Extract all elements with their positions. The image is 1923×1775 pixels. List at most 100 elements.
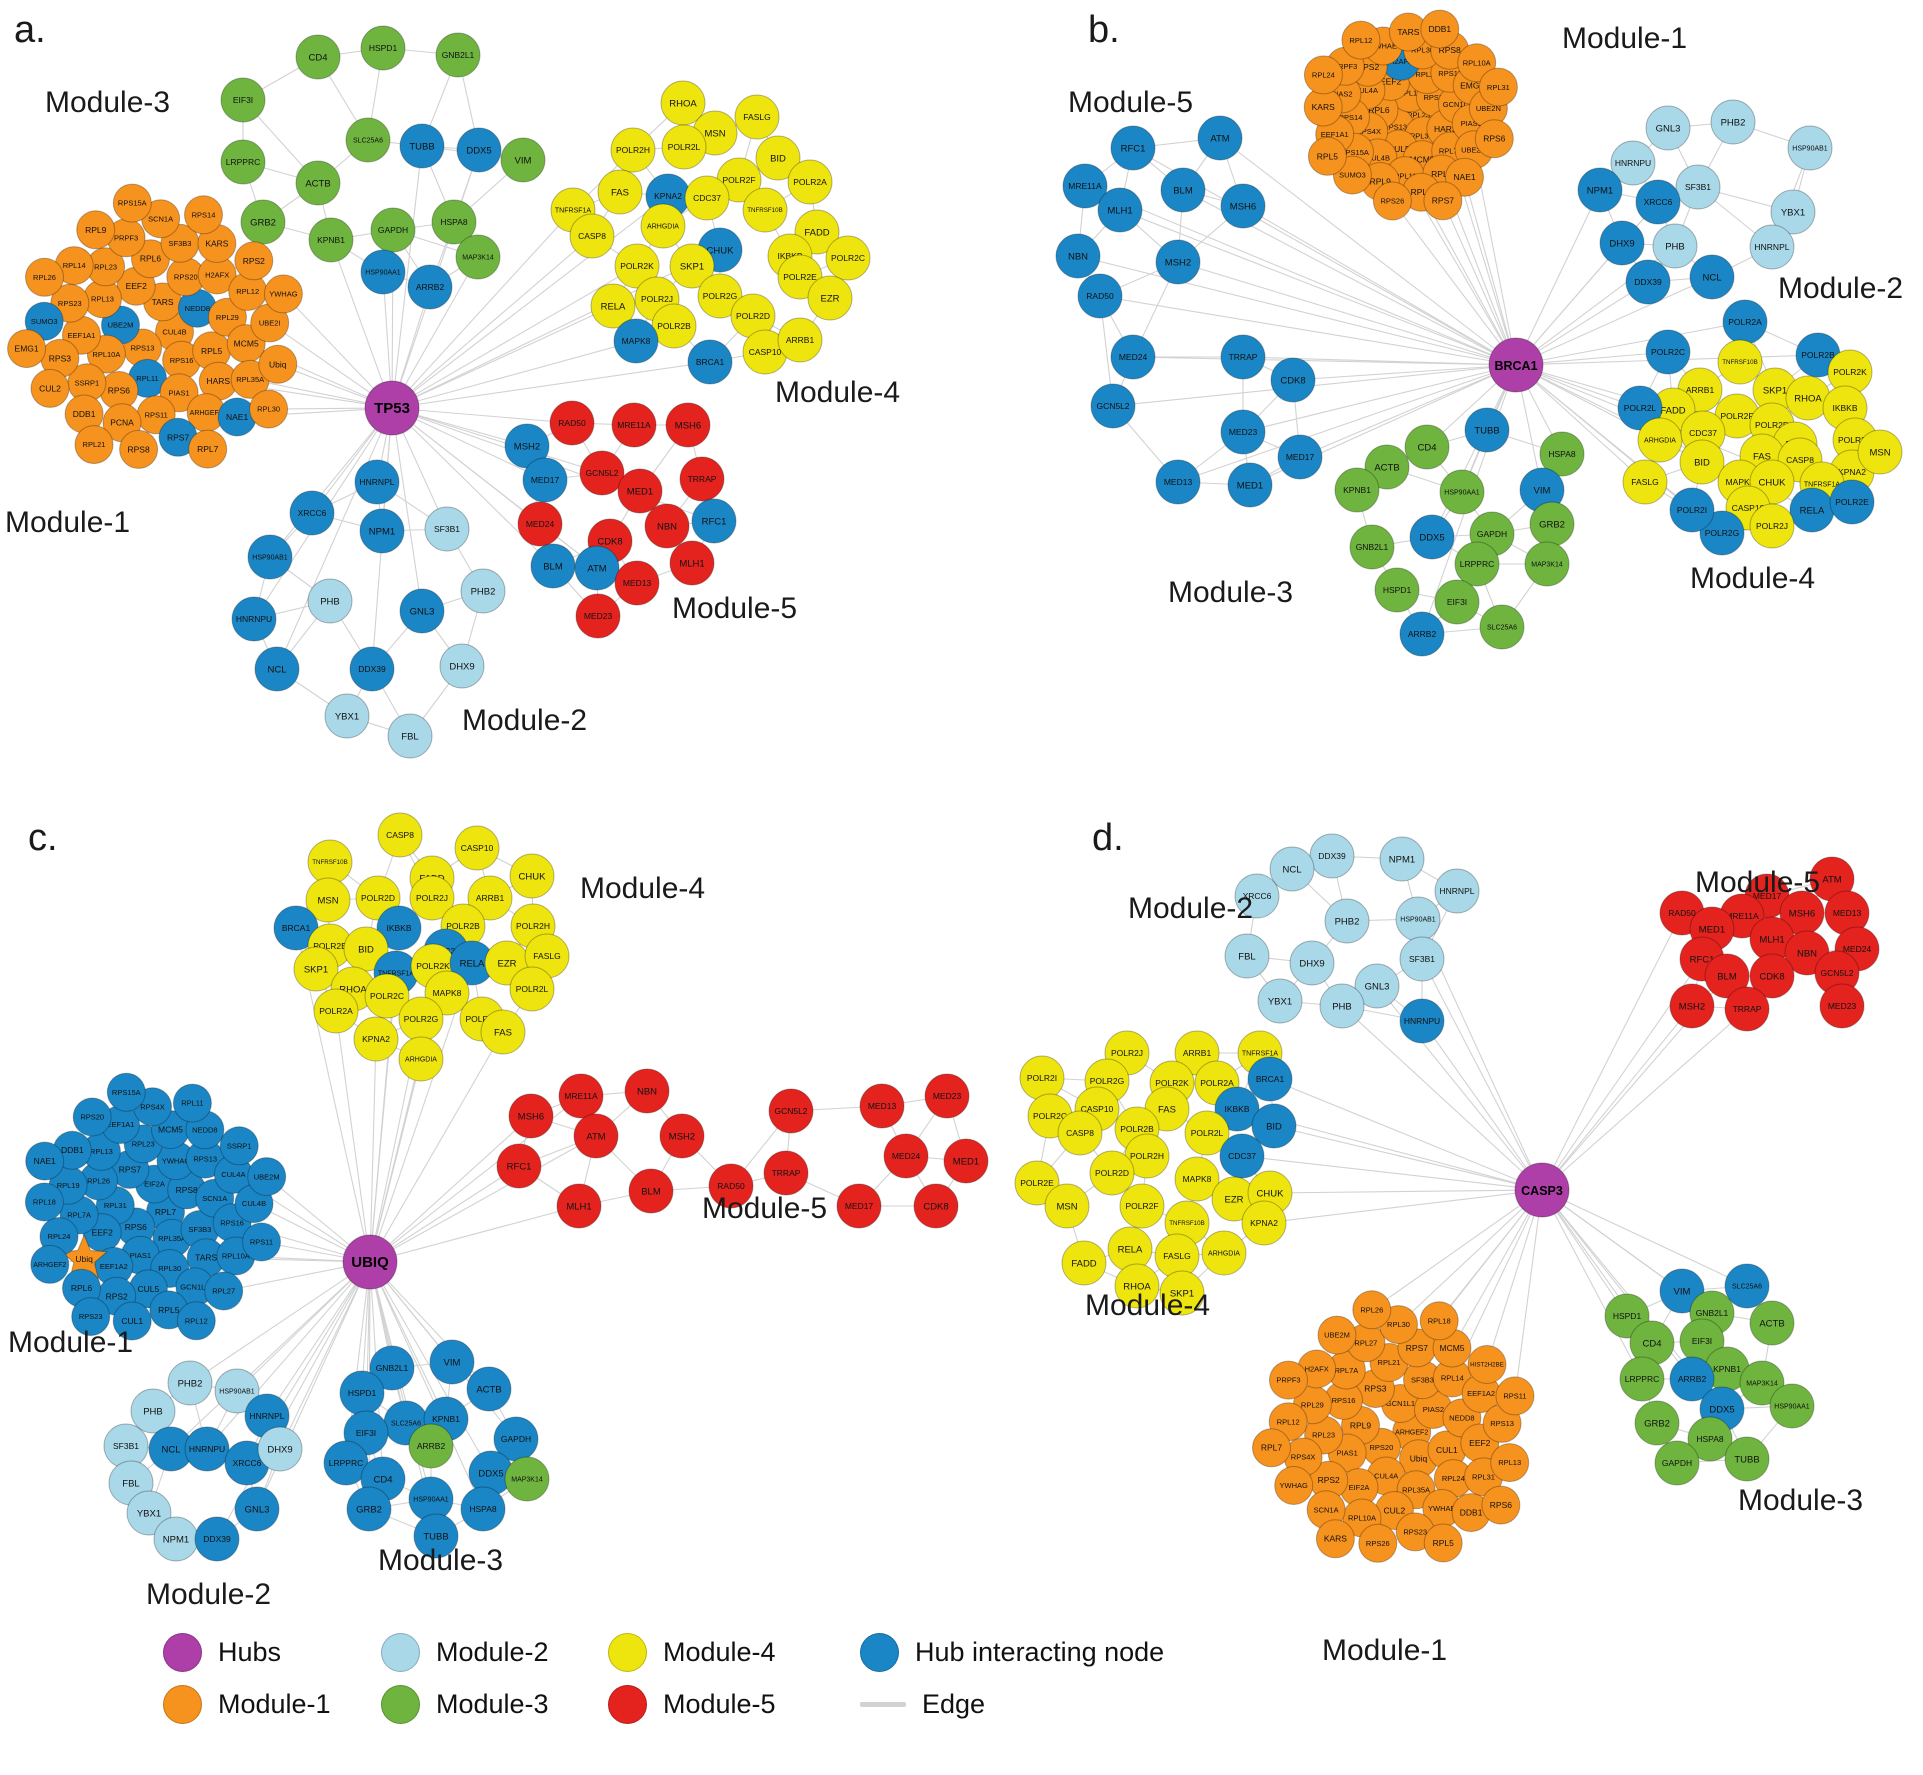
svg-text:MED24: MED24	[892, 1151, 921, 1161]
svg-text:RPL9: RPL9	[1370, 176, 1392, 186]
node-MAP3K14: MAP3K14	[455, 234, 501, 280]
svg-text:POLR2B: POLR2B	[657, 321, 691, 331]
panel-d-label-module-5: Module-5	[1695, 866, 1820, 899]
node-CASP10: CASP10	[742, 329, 788, 375]
svg-text:PRPF3: PRPF3	[114, 233, 138, 242]
legend-row-1: Hubs Module-2 Module-4 Hub interacting n…	[163, 1633, 1164, 1672]
node-CASP10: CASP10	[454, 825, 500, 871]
node-NCL: NCL	[254, 646, 300, 692]
node-GRB2: GRB2	[240, 199, 286, 245]
node-POLR2C: POLR2C	[364, 973, 410, 1019]
hub-BRCA1: BRCA1	[1488, 337, 1544, 393]
svg-text:RPS13: RPS13	[131, 344, 155, 353]
svg-text:RPL23: RPL23	[1312, 1431, 1335, 1440]
svg-text:HSPD1: HSPD1	[1613, 1311, 1642, 1321]
svg-text:POLR2C: POLR2C	[370, 991, 404, 1001]
svg-text:TARS: TARS	[1397, 27, 1419, 37]
node-MED24: MED24	[1110, 334, 1156, 380]
svg-text:MED23: MED23	[584, 611, 613, 621]
node-FAS: FAS	[480, 1009, 526, 1055]
svg-text:FASLG: FASLG	[743, 112, 770, 122]
svg-text:KPNA2: KPNA2	[1838, 467, 1866, 477]
svg-text:HSPA8: HSPA8	[1548, 449, 1576, 459]
svg-text:ARRB2: ARRB2	[1408, 629, 1437, 639]
panel-b-label-module-2: Module-2	[1778, 272, 1903, 305]
svg-text:H2AFX: H2AFX	[1389, 57, 1413, 66]
svg-text:RPL26: RPL26	[33, 273, 56, 282]
node-BID: BID	[1251, 1103, 1297, 1149]
svg-text:POLR2L: POLR2L	[516, 984, 549, 994]
legend: Hubs Module-2 Module-4 Hub interacting n…	[163, 1633, 1164, 1724]
svg-text:RPL18: RPL18	[33, 1198, 56, 1207]
svg-text:MED17: MED17	[1753, 891, 1782, 901]
node-GRB2: GRB2	[1529, 501, 1575, 547]
node-FASLG: FASLG	[734, 94, 780, 140]
node-CD4: CD4	[1404, 424, 1450, 470]
svg-text:CD4: CD4	[373, 1474, 392, 1485]
svg-text:KPNA2: KPNA2	[1250, 1218, 1278, 1228]
svg-text:RPL27: RPL27	[1354, 1338, 1377, 1347]
svg-text:MED23: MED23	[933, 1091, 962, 1101]
svg-text:FBL: FBL	[1238, 951, 1255, 962]
node-BLM: BLM	[530, 543, 576, 589]
svg-text:RPL21: RPL21	[83, 440, 106, 449]
node-RAD50: RAD50	[708, 1163, 754, 1209]
svg-text:NPM1: NPM1	[1389, 854, 1415, 865]
svg-text:ARRB1: ARRB1	[786, 335, 815, 345]
node-POLR2A: POLR2A	[787, 159, 833, 205]
svg-text:SLC25A6: SLC25A6	[1487, 625, 1517, 632]
svg-text:RPL24: RPL24	[48, 1232, 71, 1241]
node-MED13: MED13	[859, 1083, 905, 1129]
node-BLM: BLM	[628, 1168, 674, 1214]
node-POLR2A: POLR2A	[313, 988, 359, 1034]
svg-text:RAD50: RAD50	[1668, 908, 1696, 918]
node-GNB2L1: GNB2L1	[435, 32, 481, 78]
node-RPS11: RPS11	[1495, 1376, 1535, 1416]
svg-text:LRPPRC: LRPPRC	[1460, 559, 1494, 569]
node-GRB2: GRB2	[346, 1486, 392, 1532]
node-POLR2K: POLR2K	[614, 243, 660, 289]
svg-text:IKBKB: IKBKB	[386, 923, 411, 933]
node-HNRNPU: HNRNPU	[231, 596, 277, 642]
svg-text:EZR: EZR	[821, 293, 840, 304]
svg-text:SF3B3: SF3B3	[188, 1225, 211, 1234]
svg-text:ARHGDIA: ARHGDIA	[647, 223, 679, 230]
svg-text:CUL4B: CUL4B	[1366, 154, 1390, 163]
svg-text:MSH2: MSH2	[1679, 1001, 1705, 1012]
svg-text:DDX39: DDX39	[358, 664, 386, 674]
panel-d-label-module-3: Module-3	[1738, 1484, 1863, 1517]
svg-text:RPS3: RPS3	[1364, 1384, 1386, 1394]
panel-a-label-module-2: Module-2	[462, 704, 587, 737]
svg-text:PRPF3: PRPF3	[1276, 1376, 1300, 1385]
node-BID: BID	[755, 135, 801, 181]
node-POLR2A: POLR2A	[1722, 299, 1768, 345]
node-RPS26: RPS26	[1372, 181, 1412, 221]
svg-text:KPNA2: KPNA2	[362, 1034, 390, 1044]
svg-text:HSPA8: HSPA8	[440, 217, 468, 227]
svg-text:GNL3: GNL3	[1365, 981, 1390, 992]
svg-text:SSRP1: SSRP1	[75, 379, 100, 388]
svg-text:RPL10A: RPL10A	[1348, 1514, 1376, 1523]
svg-text:RPS7: RPS7	[119, 1164, 141, 1174]
svg-text:FADD: FADD	[804, 227, 829, 238]
svg-text:PHB: PHB	[320, 596, 340, 607]
svg-text:EEF1A2: EEF1A2	[1467, 1389, 1495, 1398]
svg-text:UBE2I: UBE2I	[259, 319, 281, 328]
node-HNRNPL: HNRNPL	[1749, 224, 1795, 270]
svg-text:HNRNPU: HNRNPU	[189, 1444, 225, 1454]
svg-text:ATM: ATM	[1822, 874, 1841, 885]
node-SF3B1: SF3B1	[424, 506, 470, 552]
svg-text:SLC25A6: SLC25A6	[1732, 1284, 1762, 1291]
svg-text:RPL7A: RPL7A	[1439, 147, 1463, 156]
node-ATM: ATM	[1809, 856, 1855, 902]
node-MAP3K14: MAP3K14	[1739, 1360, 1785, 1406]
svg-text:CDK8: CDK8	[597, 536, 622, 547]
svg-text:MLH1: MLH1	[679, 558, 704, 569]
svg-text:YWHAG: YWHAG	[1280, 1481, 1309, 1490]
